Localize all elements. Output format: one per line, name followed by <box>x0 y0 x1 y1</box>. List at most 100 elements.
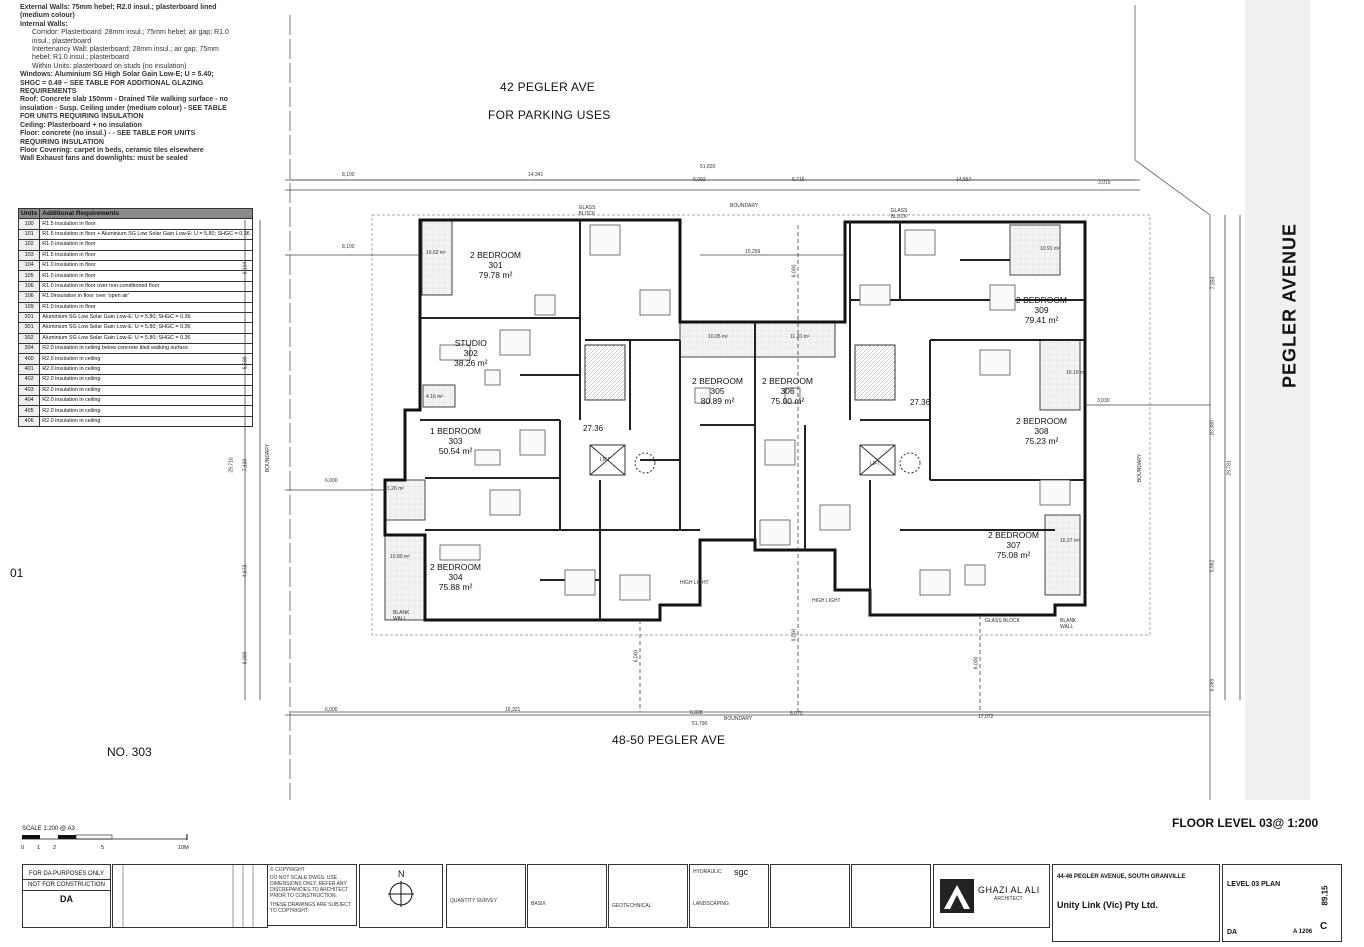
level-marker: 27.36 <box>583 424 604 433</box>
unit-area: 75.00 m² <box>770 396 805 406</box>
spec-notes: External Walls: 75mm hebel; R2.0 insul.;… <box>20 4 229 163</box>
dim-bottom: 6,328 <box>690 710 703 716</box>
blank-wall-label: BLANK WALL <box>393 610 410 622</box>
consultant-box-6 <box>851 864 931 928</box>
architect-logo-icon <box>940 879 974 913</box>
consultant-box-1: QUANTITY SURVEY <box>446 864 526 928</box>
unit-no: 303 <box>448 436 463 446</box>
project-box: 44-46 PEGLER AVENUE, SOUTH GRANVILLE Uni… <box>1052 864 1220 942</box>
unit-area: 50.54 m² <box>438 446 473 456</box>
high-light-label: HIGH LIGHT <box>812 598 841 604</box>
dim-top: 14,341 <box>528 172 544 178</box>
dim-overall-bottom: 51,790 <box>692 721 708 727</box>
architect-box: GHAZI AL ALI ARCHITECT <box>933 864 1050 928</box>
unit-area: 38.26 m² <box>454 358 488 368</box>
balcony-area: 10.80 m² <box>390 554 410 560</box>
scale-tick: 2 <box>53 845 57 851</box>
scale-tick: 10M <box>178 845 189 851</box>
consultant-box-4: HYDRAULIC sgc LANDSCAPING <box>689 864 769 928</box>
consultant-box-2: BASIX <box>527 864 607 928</box>
requirement-cell: R2.0 insulation in ceiling <box>39 415 253 428</box>
balcony-area: 4.16 m² <box>426 394 443 400</box>
unit-area: 79.41 m² <box>1024 315 1059 325</box>
unit-type: 2 BEDROOM <box>1016 295 1068 305</box>
boundary-label-bottom: BOUNDARY <box>724 716 753 722</box>
unit-no: 302 <box>463 348 478 358</box>
drawing-title: FLOOR LEVEL 03@ 1:200 <box>1172 816 1319 830</box>
scale-tick: 1 <box>37 845 41 851</box>
consultant-box-3: GEOTECHNICAL <box>608 864 688 928</box>
unit-no: 304 <box>448 572 463 582</box>
high-light-label: HIGH LIGHT <box>680 580 709 586</box>
dim-bottom: 16,321 <box>505 707 521 713</box>
unit-type: 2 BEDROOM <box>692 376 744 386</box>
north-site-label: 42 PEGLER AVE <box>500 80 596 94</box>
purpose-box: FOR DA PURPOSES ONLY NOT FOR CONSTRUCTIO… <box>22 864 111 928</box>
north-box: N <box>359 864 443 928</box>
dim-right: 3,030 <box>1097 398 1110 404</box>
copyright-box: © COPYRIGHT DO NOT SCALE DWGS. USE DIMEN… <box>267 864 357 926</box>
glass-block-label: GLASS BLOCK <box>985 618 1021 624</box>
dim-right: 7,354 <box>1210 276 1217 290</box>
unit-type: 2 BEDROOM <box>470 250 522 260</box>
balcony-area: 10.05 m² <box>708 334 728 340</box>
unit-no: 306 <box>780 386 795 396</box>
north-label: N <box>398 869 405 879</box>
blank-wall-label: BLANK WALL <box>1060 618 1077 630</box>
dim-left: 7,130 <box>242 458 249 472</box>
dim-left: 6,104 <box>242 261 249 275</box>
unit-reference: NO. 303 <box>107 745 152 759</box>
dim-left-overall: 29,716 <box>228 457 235 473</box>
drawing-box: LEVEL 03 PLAN DA A 1206 C 89.15 <box>1222 864 1342 942</box>
dim-top: 14,557 <box>956 177 972 183</box>
dim-top: 8,100 <box>342 172 355 178</box>
north-arrow-icon <box>388 881 414 907</box>
scale-bar <box>22 834 188 840</box>
boundary-label-left: BOUNDARY <box>265 443 272 473</box>
unit-no: 301 <box>488 260 503 270</box>
street-label-wrap: PEGLER AVENUE <box>1250 200 1330 420</box>
dim-right: 6,065 <box>1209 678 1216 692</box>
unit-type: 2 BEDROOM <box>1016 416 1068 426</box>
unit-area: 75.08 m² <box>996 550 1031 560</box>
unit-no: 309 <box>1034 305 1049 315</box>
lift-label: LIFT <box>600 457 611 463</box>
dim-vertical: 6,000 <box>633 649 640 663</box>
balcony-area: 10.10 m² <box>1066 370 1086 376</box>
north-site-use-label: FOR PARKING USES <box>488 108 611 122</box>
dim-left: 6,000 <box>242 651 249 665</box>
balcony-area: 10.91 m² <box>1040 246 1060 252</box>
dim-vertical: 9,000 <box>791 628 798 642</box>
unit-type: 2 BEDROOM <box>762 376 814 386</box>
unit-no: 305 <box>710 386 725 396</box>
scale-tick: 5 <box>101 845 105 851</box>
consultant-box-5 <box>770 864 850 928</box>
boundary-label-right: BOUNDARY <box>1137 453 1144 483</box>
unit-area: 75.88 m² <box>438 582 473 592</box>
unit-no: 307 <box>1006 540 1021 550</box>
balcony-area: 10.27 m² <box>1060 538 1080 544</box>
balcony-area: 1.26 m² <box>387 486 404 492</box>
unit-type: 1 BEDROOM <box>430 426 482 436</box>
dim-left: 4,673 <box>242 564 249 578</box>
dim-right: 10,380 <box>1209 420 1216 436</box>
unit-type: 2 BEDROOM <box>430 562 482 572</box>
dim-left: 5,609 <box>242 356 249 370</box>
boundary-label-top: BOUNDARY <box>730 203 759 209</box>
balcony-area: 11.20 m² <box>790 334 810 340</box>
revision-table <box>112 864 268 928</box>
dim-inner: 8,100 <box>342 244 355 250</box>
dim-vertical: 6,000 <box>973 656 980 670</box>
level-marker: 27.36 <box>910 398 931 407</box>
unit-cell: 406 <box>17 415 41 428</box>
dim-bottom: 17,072 <box>978 714 994 720</box>
glass-block-label: GLASS BLOCK <box>890 208 908 220</box>
level-tag: 01 <box>10 566 24 580</box>
